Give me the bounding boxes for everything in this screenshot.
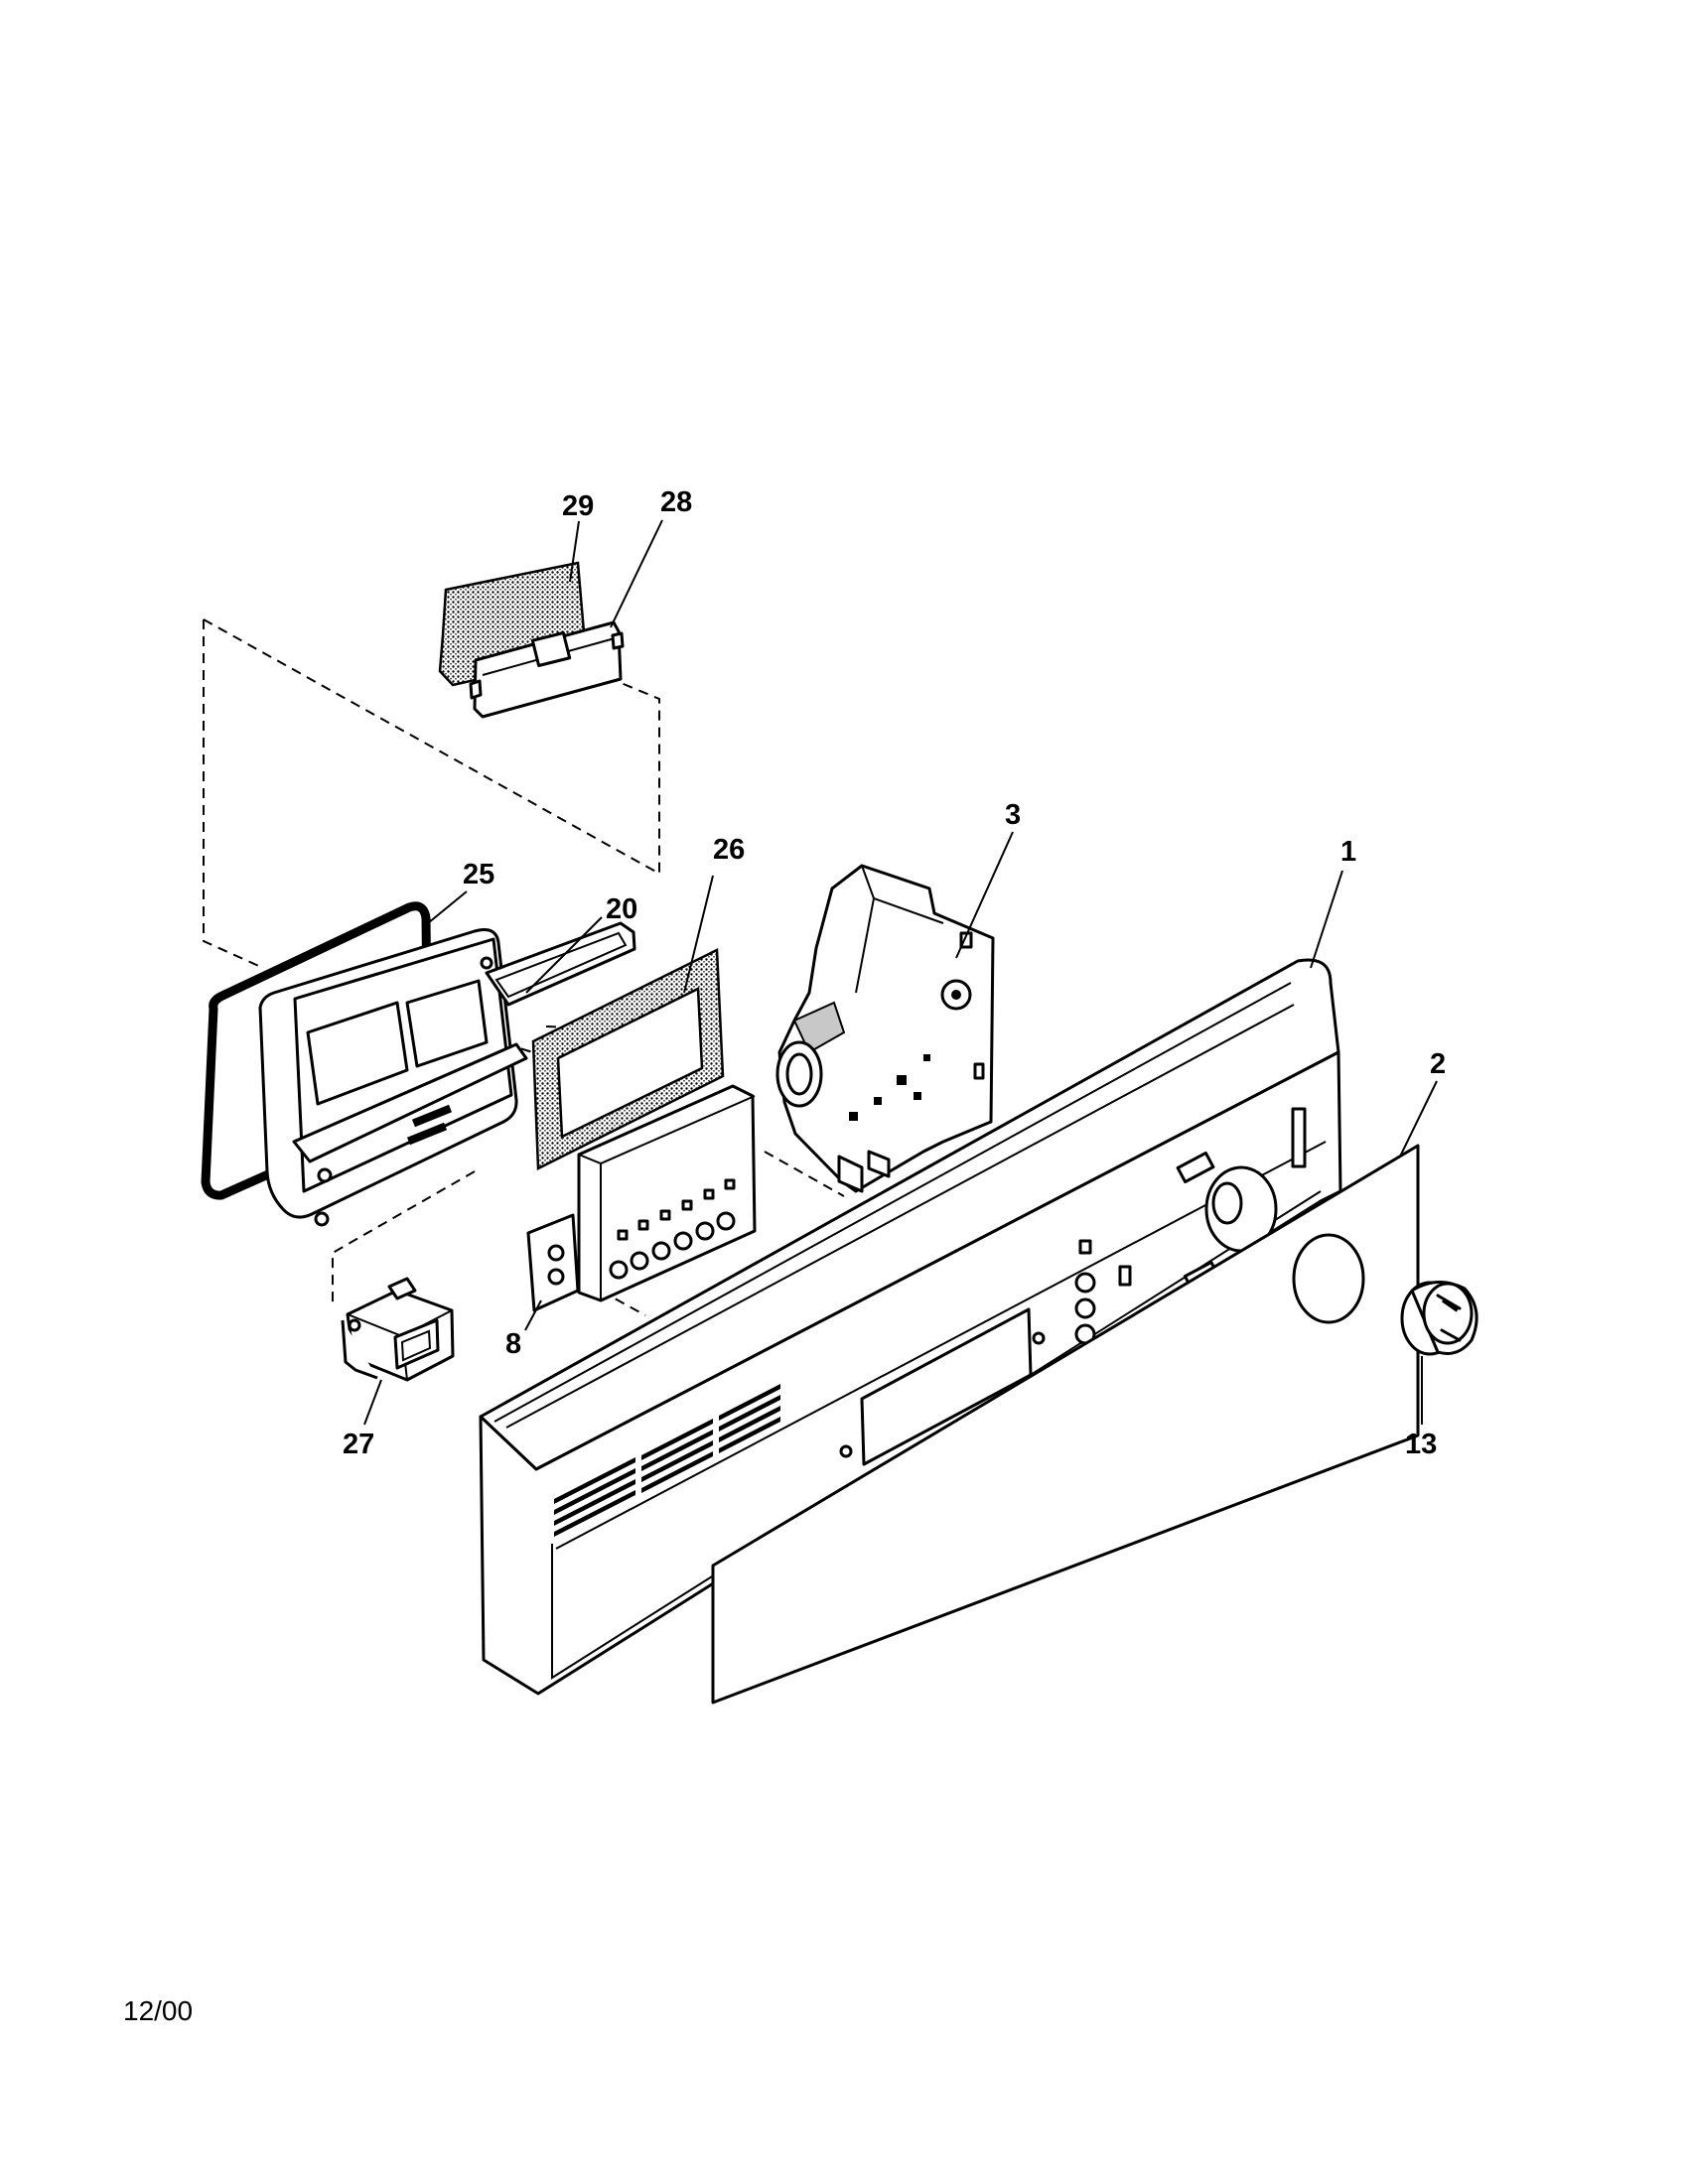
part-2-overlay: [711, 1144, 1420, 1705]
callout-26: 26: [713, 834, 745, 866]
callout-25: 25: [463, 859, 494, 890]
part-20-vent-housing: [258, 921, 636, 1227]
callout-27: 27: [343, 1429, 374, 1460]
callout-labels: 29 28 3 26 1 25 20 2 8 27 13: [343, 486, 1446, 1460]
callout-20: 20: [606, 893, 637, 925]
callout-8: 8: [505, 1328, 521, 1360]
callout-28: 28: [660, 486, 692, 518]
part-1-control-panel: [479, 958, 1342, 1696]
callout-13: 13: [1405, 1429, 1437, 1460]
date-code: 12/00: [123, 1995, 194, 2026]
part-27-sensor: [341, 1277, 455, 1382]
part-8-switch-bracket: [526, 1084, 757, 1312]
callout-29: 29: [562, 490, 594, 522]
callout-1: 1: [1340, 836, 1356, 868]
part-26-foam-seal: [531, 948, 725, 1170]
callout-3: 3: [1005, 799, 1021, 831]
callout-2: 2: [1430, 1048, 1446, 1080]
part-13-knob: [1400, 1281, 1478, 1356]
part-28-filter-cover: [469, 620, 625, 719]
vent-grille: [554, 1384, 780, 1537]
leader-lines: [363, 519, 1438, 1426]
part-3-timer: [775, 864, 995, 1193]
